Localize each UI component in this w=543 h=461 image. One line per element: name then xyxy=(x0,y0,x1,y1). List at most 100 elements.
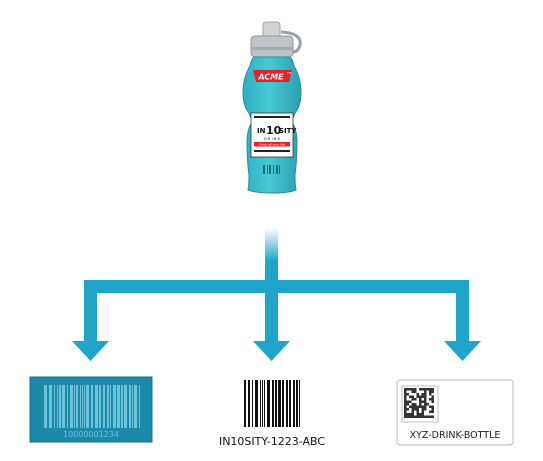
barcode-bar xyxy=(272,380,274,427)
data-matrix-cell xyxy=(414,405,417,408)
barcode-bar xyxy=(59,385,61,428)
barcode-bar xyxy=(49,385,52,428)
data-matrix-cell xyxy=(419,388,422,391)
acme-badge xyxy=(253,70,292,82)
data-matrix-cell xyxy=(404,395,407,398)
data-matrix-cell xyxy=(431,395,434,398)
data-matrix-cell xyxy=(429,405,432,408)
data-matrix-cell xyxy=(409,415,412,418)
data-matrix-cell xyxy=(421,393,424,396)
barcode-bar xyxy=(95,385,98,428)
data-matrix-cell xyxy=(404,403,407,406)
data-matrix-cell xyxy=(416,415,419,418)
barcode-bar xyxy=(107,385,109,428)
data-matrix-cell xyxy=(404,393,407,396)
data-matrix-cell xyxy=(404,410,407,413)
data-matrix-cell xyxy=(419,405,422,408)
barcode-bar xyxy=(80,385,81,428)
data-matrix-cell xyxy=(409,400,412,403)
bottle-cap xyxy=(250,35,294,58)
water-bottle: ACME TM IN 10 SITY D R I N K Drink all y… xyxy=(242,21,302,194)
data-matrix-cell xyxy=(416,395,419,398)
barcode-bar xyxy=(296,380,298,427)
data-matrix-cell xyxy=(426,388,429,391)
data-matrix-cell xyxy=(409,413,412,416)
data-matrix-cell xyxy=(414,408,417,411)
data-matrix-cell xyxy=(431,398,434,401)
data-matrix-cell xyxy=(421,410,424,413)
data-matrix-cell xyxy=(419,400,422,403)
barcode-bar xyxy=(267,380,270,427)
data-matrix-cell xyxy=(404,390,407,393)
data-matrix-cell xyxy=(411,408,414,411)
data-matrix-cell xyxy=(419,415,422,418)
data-matrix-cell xyxy=(414,398,417,401)
barcode-bar xyxy=(282,380,284,427)
barcode-bar xyxy=(293,380,295,427)
label-tagline: Drink all your life xyxy=(259,143,285,147)
data-matrix-cell xyxy=(406,393,409,396)
flow-drop-right xyxy=(456,280,469,342)
acme-tm: TM xyxy=(286,71,292,75)
barcode-bar xyxy=(299,380,300,427)
barcode-bar xyxy=(275,380,277,427)
barcode-bar xyxy=(132,385,133,428)
data-matrix-cell xyxy=(424,408,427,411)
printed-barcode-text: IN10SITY-1223-ABC xyxy=(219,435,325,448)
data-matrix-code xyxy=(404,388,434,418)
flow-drop-left xyxy=(84,280,97,342)
barcode-bar xyxy=(134,385,137,428)
barcode-bar xyxy=(110,385,111,428)
data-matrix-cell xyxy=(411,410,414,413)
flow-drop-center xyxy=(265,288,278,342)
flow-bar xyxy=(84,280,469,293)
flow-arrows xyxy=(72,228,481,361)
data-matrix-cell xyxy=(416,413,419,416)
data-matrix-cell xyxy=(429,390,432,393)
data-matrix-cell xyxy=(424,390,427,393)
barcode-bar xyxy=(44,385,47,428)
data-matrix-cell xyxy=(406,400,409,403)
data-matrix-cell xyxy=(404,398,407,401)
data-matrix-cell xyxy=(414,403,417,406)
data-matrix-cell xyxy=(414,415,417,418)
data-matrix-cell xyxy=(424,415,427,418)
barcode-bar xyxy=(276,165,278,174)
data-matrix-cell xyxy=(424,405,427,408)
data-matrix-cell xyxy=(421,395,424,398)
data-matrix-cell xyxy=(411,398,414,401)
data-matrix-cell xyxy=(431,390,434,393)
barcode-bar xyxy=(129,385,131,428)
barcode-bar xyxy=(273,165,274,174)
data-matrix-label: XYZ-DRINK-BOTTLE xyxy=(396,379,514,446)
data-matrix-cell xyxy=(421,400,424,403)
barcode-bar xyxy=(91,385,93,428)
barcode-bar xyxy=(103,385,105,428)
barcode-tag-number: 10000001234 xyxy=(63,430,119,439)
barcode-bar xyxy=(82,385,83,428)
arrowhead-right xyxy=(444,341,481,361)
data-matrix-cell xyxy=(406,403,409,406)
label-sity: SITY xyxy=(279,127,297,135)
barcode-bar xyxy=(267,165,268,174)
barcode-bar xyxy=(248,380,250,427)
barcode-bar xyxy=(278,380,281,427)
data-matrix-cell xyxy=(409,395,412,398)
barcode-bar xyxy=(269,165,271,174)
data-matrix-cell xyxy=(429,393,432,396)
label-in: IN xyxy=(257,127,266,135)
data-matrix-cell xyxy=(404,388,407,391)
acme-logo-text: ACME xyxy=(257,73,284,82)
data-matrix-cell xyxy=(416,405,419,408)
barcode-bar xyxy=(124,385,127,428)
printed-barcode-bars xyxy=(244,380,300,427)
data-matrix-cell xyxy=(414,390,417,393)
data-matrix-cell xyxy=(406,388,409,391)
data-matrix-cell xyxy=(421,415,424,418)
barcode-bar xyxy=(74,385,75,428)
barcode-bar xyxy=(113,385,116,428)
data-matrix-cell xyxy=(419,413,422,416)
data-matrix-cell xyxy=(409,388,412,391)
barcode-bar xyxy=(54,385,55,428)
